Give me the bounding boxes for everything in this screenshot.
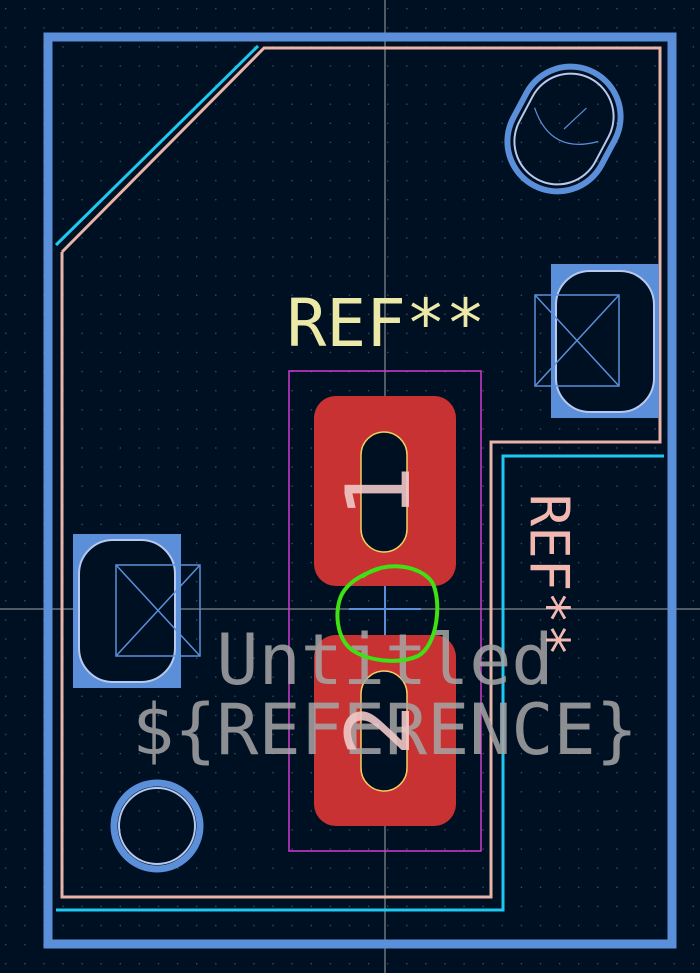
pad-1[interactable]	[314, 396, 456, 586]
green-marker-circle	[335, 564, 440, 663]
reference-variable-text[interactable]: ${REFERENCE}	[132, 689, 638, 771]
mounting-oval-pad[interactable]	[490, 49, 638, 209]
silkscreen-outline[interactable]	[60, 46, 662, 899]
fab-rect[interactable]	[288, 370, 482, 852]
mounting-hole-circle[interactable]	[110, 779, 204, 873]
reference-designator-top[interactable]: REF**	[287, 285, 486, 362]
pad-1-number: 1	[327, 466, 430, 519]
reference-designator-side[interactable]: REF**	[517, 494, 580, 657]
pad-2[interactable]	[314, 635, 456, 826]
mounting-rect-pad-right[interactable]	[534, 264, 659, 418]
board-edge-outline[interactable]	[43, 32, 677, 949]
pad-2-number: 2	[327, 704, 430, 757]
mounting-rect-pad-left[interactable]	[73, 534, 201, 688]
courtyard-outline-lower[interactable]	[56, 454, 664, 912]
courtyard-outline[interactable]	[54, 44, 260, 247]
